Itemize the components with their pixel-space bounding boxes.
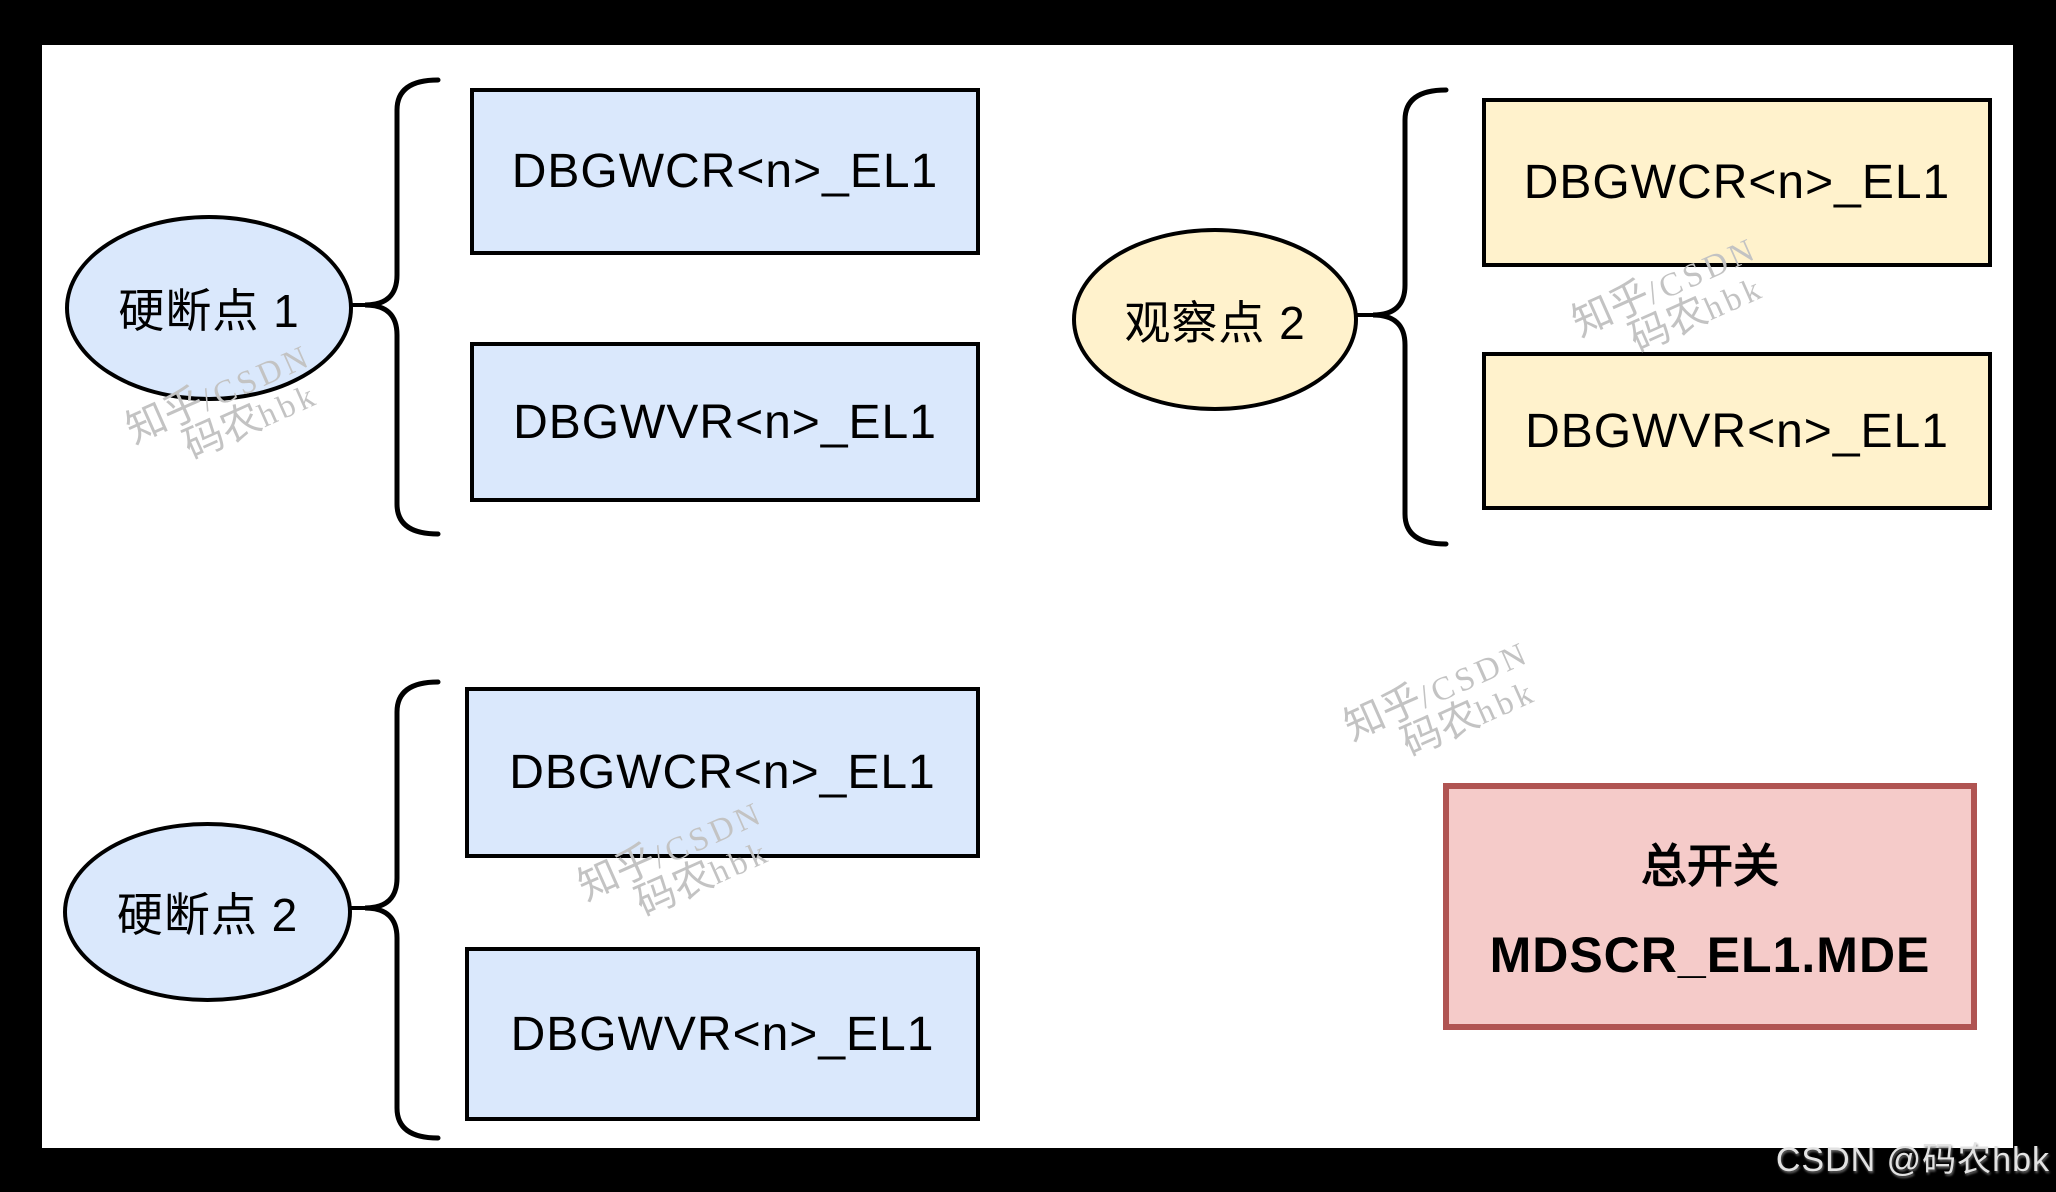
csdn-credit: CSDN @码农hbk [1775, 1141, 2050, 1179]
curly-brace [363, 77, 443, 537]
master-switch-title: 总开关 [1641, 839, 1779, 892]
register-box: DBGWCR<n>_EL1 [465, 687, 980, 858]
curly-brace [1371, 87, 1451, 547]
connector-line [1345, 313, 1375, 317]
ellipse-hard-breakpoint-1-label: 硬断点 1 [118, 285, 300, 337]
ellipse-hard-breakpoint-2-label: 硬断点 2 [116, 889, 299, 941]
register-box-label: DBGWCR<n>_EL1 [1523, 156, 1951, 209]
connector-line [339, 906, 368, 910]
connector-line [340, 303, 368, 307]
curly-brace [363, 679, 443, 1141]
ellipse-hard-breakpoint-2: 硬断点 2 [63, 822, 352, 1002]
register-box-label: DBGWCR<n>_EL1 [509, 746, 936, 799]
register-box-label: DBGWVR<n>_EL1 [513, 395, 937, 449]
ellipse-watchpoint-2-label: 观察点 2 [1124, 296, 1306, 349]
register-box: DBGWVR<n>_EL1 [470, 342, 980, 502]
register-box: DBGWCR<n>_EL1 [1482, 98, 1992, 267]
register-box: DBGWVR<n>_EL1 [465, 947, 980, 1121]
master-switch-box: 总开关 MDSCR_EL1.MDE [1443, 783, 1977, 1030]
ellipse-hard-breakpoint-1: 硬断点 1 [65, 215, 353, 401]
register-box-label: DBGWVR<n>_EL1 [510, 1007, 935, 1061]
register-box-label: DBGWVR<n>_EL1 [1525, 404, 1949, 458]
register-box: DBGWCR<n>_EL1 [470, 88, 980, 255]
ellipse-watchpoint-2: 观察点 2 [1072, 228, 1358, 411]
register-box: DBGWVR<n>_EL1 [1482, 352, 1992, 510]
master-switch-register: MDSCR_EL1.MDE [1489, 926, 1931, 983]
register-box-label: DBGWCR<n>_EL1 [511, 145, 939, 198]
